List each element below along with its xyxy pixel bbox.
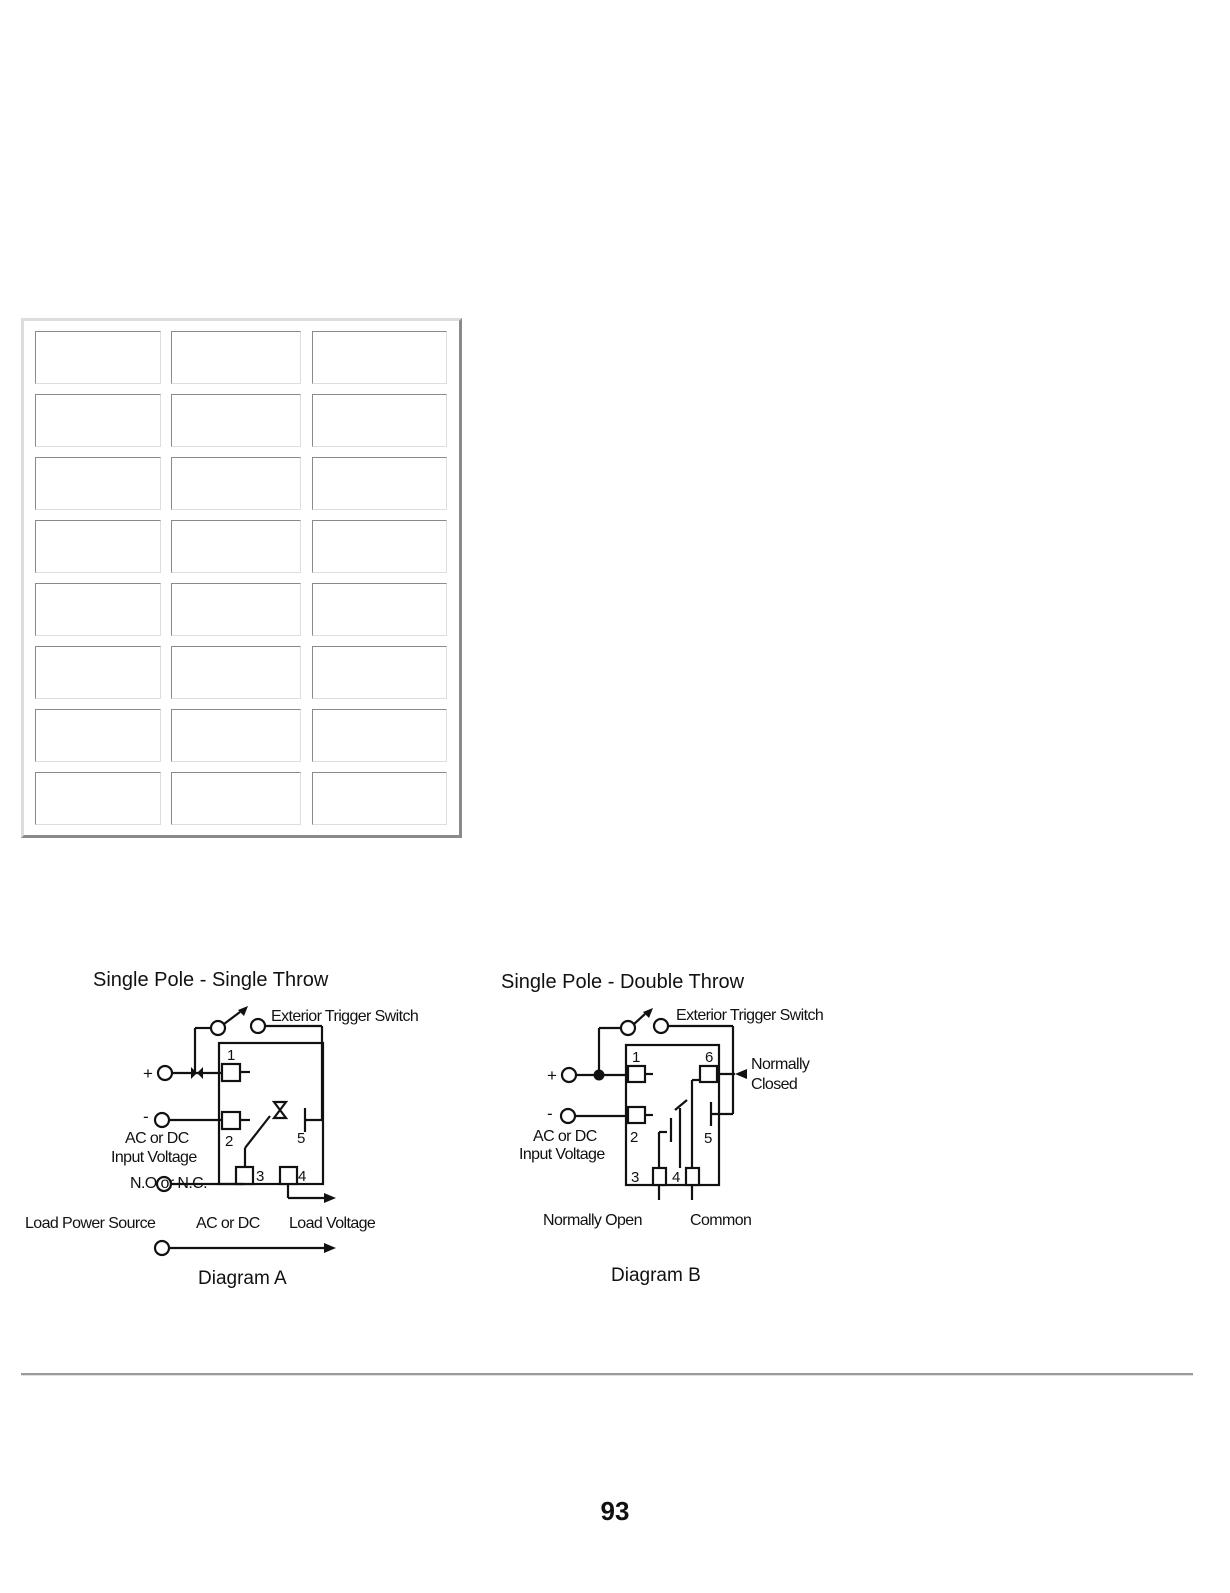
- table-cell: [312, 331, 447, 384]
- diagram-a-no-nc-label: N.O or N.C.: [130, 1175, 207, 1192]
- diagram-a-plus-label: +: [143, 1064, 153, 1083]
- table-cell: [171, 394, 301, 447]
- diagram-b-input-line1: AC or DC: [533, 1128, 597, 1145]
- diagram-a-pin-1: 1: [227, 1047, 235, 1064]
- diagram-a-load-voltage-label: Load Voltage: [289, 1215, 376, 1232]
- diagram-b-pin-2: 2: [630, 1129, 638, 1146]
- table-cell: [312, 646, 447, 699]
- horizontal-rule: [21, 1373, 1193, 1376]
- diagram-a-caption: Diagram A: [198, 1268, 287, 1289]
- table-cell: [35, 457, 161, 510]
- table-cell: [312, 772, 447, 825]
- diagram-a-heading: Single Pole - Single Throw: [93, 969, 329, 991]
- empty-grid-table: [21, 318, 462, 838]
- table-cell: [312, 520, 447, 573]
- diagram-a-spst: Single Pole - Single Throw Exterior Trig…: [25, 969, 419, 1289]
- table-cell: [171, 709, 301, 762]
- table-cell: [35, 772, 161, 825]
- table-cell: [35, 583, 161, 636]
- diagram-b-input-line2: Input Voltage: [519, 1146, 605, 1163]
- table-cell: [312, 709, 447, 762]
- diagram-b-pin-6: 6: [705, 1049, 713, 1066]
- table-cell: [171, 457, 301, 510]
- table-cell: [35, 520, 161, 573]
- diagram-b-trigger-label: Exterior Trigger Switch: [676, 1007, 823, 1024]
- diagram-b-pin-3: 3: [631, 1169, 639, 1186]
- diagram-a-pin-3: 3: [256, 1168, 264, 1185]
- diagram-a-input-line2: Input Voltage: [111, 1149, 197, 1166]
- diagram-b-plus-label: +: [547, 1066, 557, 1085]
- table-cell: [312, 457, 447, 510]
- diagram-b-spdt: Single Pole - Double Throw Exterior Trig…: [501, 971, 824, 1286]
- diagram-b-pin-1: 1: [632, 1049, 640, 1066]
- table-cell: [35, 646, 161, 699]
- table-cell: [35, 709, 161, 762]
- diagram-a-pin-5: 5: [297, 1130, 305, 1147]
- diagram-a-load-power-label: Load Power Source: [25, 1215, 156, 1232]
- diagram-a-trigger-label: Exterior Trigger Switch: [271, 1008, 418, 1025]
- diagram-a-minus-label: -: [143, 1107, 149, 1126]
- table-cell: [171, 520, 301, 573]
- diagram-b-normally-open-label: Normally Open: [543, 1212, 642, 1229]
- diagram-b-minus-label: -: [547, 1104, 553, 1123]
- page-number: 93: [600, 1496, 630, 1526]
- table-cell: [35, 394, 161, 447]
- diagram-b-common-label: Common: [690, 1212, 751, 1229]
- table-cell: [312, 583, 447, 636]
- diagram-b-normally-closed-line2: Closed: [751, 1076, 797, 1093]
- diagram-a-pin-4: 4: [298, 1168, 306, 1185]
- diagram-b-pin-4: 4: [672, 1169, 680, 1186]
- table-cell: [171, 646, 301, 699]
- diagram-b-heading: Single Pole - Double Throw: [501, 971, 745, 993]
- diagram-a-ac-dc-label: AC or DC: [196, 1215, 260, 1232]
- diagram-b-pin-5: 5: [704, 1130, 712, 1147]
- table-cell: [171, 331, 301, 384]
- table-cell: [171, 583, 301, 636]
- table-cell: [35, 331, 161, 384]
- diagram-b-normally-closed-line1: Normally: [751, 1056, 810, 1073]
- diagram-b-caption: Diagram B: [611, 1265, 701, 1286]
- table-cell: [312, 394, 447, 447]
- diagram-a-input-line1: AC or DC: [125, 1130, 189, 1147]
- table-cell: [171, 772, 301, 825]
- diagram-a-pin-2: 2: [225, 1133, 233, 1150]
